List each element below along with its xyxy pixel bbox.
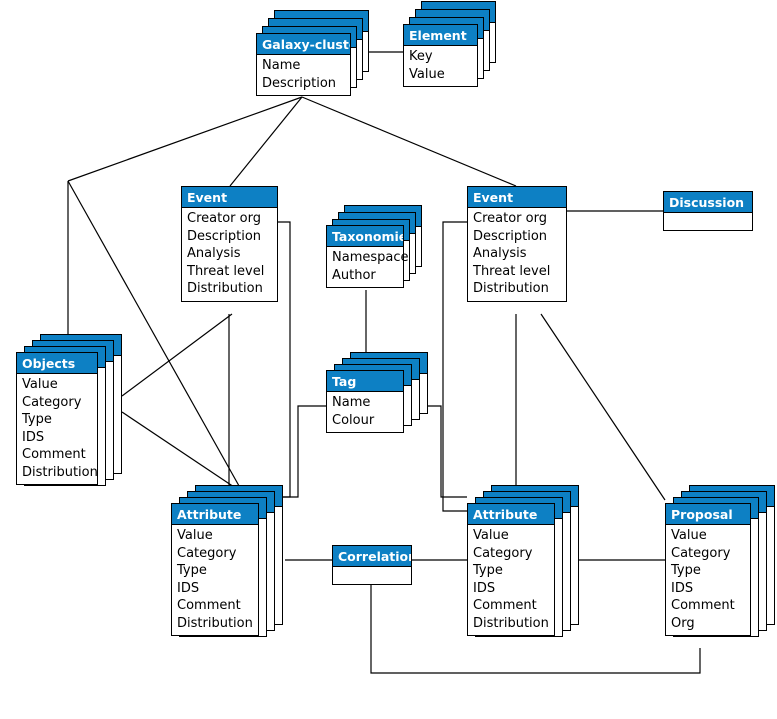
attribute-item: Category xyxy=(671,545,731,561)
entity-box[interactable]: Event Creator org Description Analysis T… xyxy=(181,186,278,302)
attribute-item: Type xyxy=(22,412,52,427)
attribute-item: Creator org xyxy=(187,211,261,226)
attribute-item: Comment xyxy=(177,598,241,613)
entity-title: Event xyxy=(182,187,277,208)
attribute-item: Category xyxy=(177,545,237,561)
entity-attributes xyxy=(333,567,411,584)
attribute-item: Value xyxy=(22,377,58,392)
entity-title: Discussion xyxy=(664,192,752,213)
attribute-item: Comment xyxy=(671,598,735,613)
entity-box[interactable]: Attribute Value Category Type IDS Commen… xyxy=(467,503,555,636)
entity-title: Attribute xyxy=(468,504,554,525)
entity-attributes: Value Category Type IDS Comment Distribu… xyxy=(172,525,258,635)
attribute-item: Description xyxy=(262,75,337,91)
entity-attributes: Key Value xyxy=(404,46,477,86)
attribute-item: Analysis xyxy=(187,246,241,261)
attribute-item: Distribution xyxy=(177,615,253,631)
entity-box[interactable]: Tag Name Colour xyxy=(326,370,404,433)
link-galaxycluster-event-left xyxy=(229,96,303,187)
entity-attributes: Name Colour xyxy=(327,392,403,432)
entity-box[interactable]: Discussion xyxy=(663,191,753,231)
entity-box[interactable]: Taxonomies Namespace Author xyxy=(326,225,409,288)
entity-attributes: Creator org Description Analysis Threat … xyxy=(182,208,277,301)
attribute-item: Namespace xyxy=(332,250,409,265)
entity-box[interactable]: Proposal Value Category Type IDS Comment… xyxy=(665,503,751,636)
attribute-item: Value xyxy=(671,528,707,543)
entity-box[interactable]: Event Creator org Description Analysis T… xyxy=(467,186,567,302)
attribute-item: Type xyxy=(177,563,207,578)
link-tag-attribute-left xyxy=(278,405,326,498)
attribute-item: Distribution xyxy=(187,281,263,296)
entity-attributes: Value Category Type IDS Comment Distribu… xyxy=(17,374,98,484)
entity-attributes: Value Category Type IDS Comment Org xyxy=(666,525,750,635)
entity-title: Event xyxy=(468,187,566,208)
attribute-item: Value xyxy=(177,528,213,543)
attribute-item: Name xyxy=(262,58,301,73)
entity-title: Galaxy-cluster xyxy=(257,34,350,55)
entity-attributes: Namespace Author xyxy=(327,247,409,287)
attribute-item: Comment xyxy=(22,447,86,462)
entity-attributes: Creator org Description Analysis Threat … xyxy=(468,208,566,301)
link-objects-event-left xyxy=(121,313,233,397)
entity-box[interactable]: Objects Value Category Type IDS Comment … xyxy=(16,352,98,485)
link-galaxycluster-leftvertex xyxy=(67,96,303,182)
attribute-item: Description xyxy=(187,228,262,244)
attribute-item: Type xyxy=(671,563,701,578)
entity-title: Objects xyxy=(17,353,97,374)
entity-title: Attribute xyxy=(172,504,258,525)
entity-title: Correlation xyxy=(333,546,411,567)
attribute-item: Value xyxy=(409,66,445,82)
entity-box[interactable]: Correlation xyxy=(332,545,412,585)
attribute-item: Category xyxy=(22,394,82,410)
attribute-item: Type xyxy=(473,563,503,578)
attribute-item: Key xyxy=(409,49,433,64)
attribute-item: IDS xyxy=(177,580,200,596)
entity-box[interactable]: Element Key Value xyxy=(403,24,478,87)
attribute-item: IDS xyxy=(671,580,694,596)
entity-attributes: Name Description xyxy=(257,55,350,95)
attribute-item: Value xyxy=(473,528,509,543)
link-event-left-attribute-left xyxy=(278,221,291,498)
attribute-item: Distribution xyxy=(473,281,549,296)
entity-title: Taxonomies xyxy=(327,226,403,247)
entity-title: Proposal xyxy=(666,504,750,525)
entity-title: Element xyxy=(404,25,477,46)
attribute-item: IDS xyxy=(22,429,45,445)
entity-box[interactable]: Attribute Value Category Type IDS Commen… xyxy=(171,503,259,636)
entity-box[interactable]: Galaxy-cluster Name Description xyxy=(256,33,351,96)
attribute-item: Threat level xyxy=(473,263,551,279)
link-galaxycluster-event-right xyxy=(301,96,517,187)
attribute-item: Description xyxy=(473,228,548,244)
entity-title: Tag xyxy=(327,371,403,392)
attribute-item: Name xyxy=(332,395,371,410)
link-event-right-attribute-right xyxy=(442,221,467,512)
attribute-item: Comment xyxy=(473,598,537,613)
attribute-item: Org xyxy=(671,615,695,631)
attribute-item: IDS xyxy=(473,580,496,596)
attribute-item: Distribution xyxy=(22,464,98,480)
attribute-item: Category xyxy=(473,545,533,561)
attribute-item: Author xyxy=(332,267,376,283)
entity-attributes: Value Category Type IDS Comment Distribu… xyxy=(468,525,554,635)
attribute-item: Colour xyxy=(332,412,375,428)
attribute-item: Threat level xyxy=(187,263,265,279)
attribute-item: Distribution xyxy=(473,615,549,631)
entity-attributes xyxy=(664,213,752,230)
attribute-item: Analysis xyxy=(473,246,527,261)
link-event-right-proposal xyxy=(540,313,666,501)
attribute-item: Creator org xyxy=(473,211,547,226)
link-objects-attribute-left xyxy=(121,411,244,494)
